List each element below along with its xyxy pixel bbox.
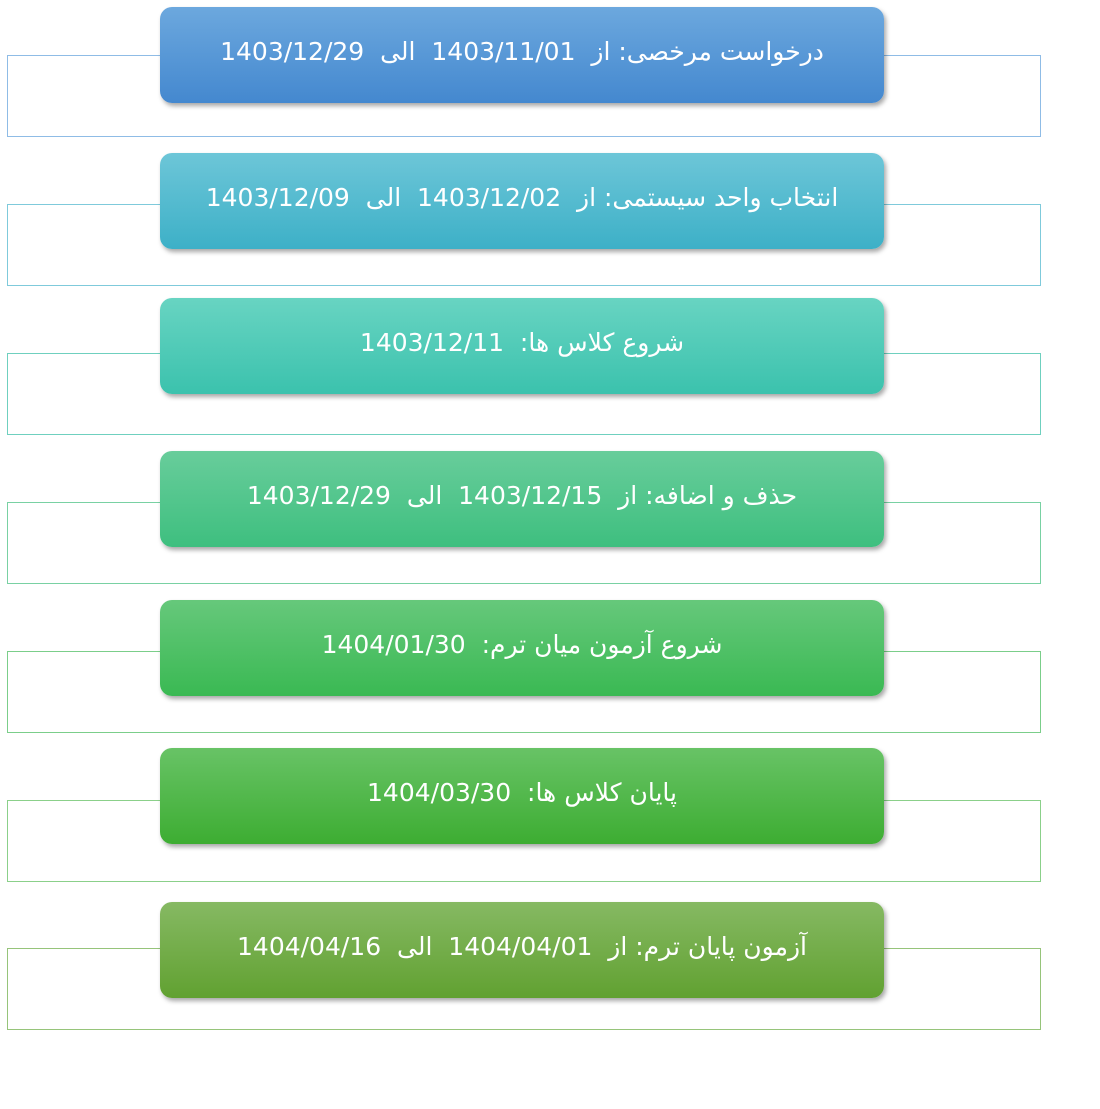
step-label-4: حذف و اضافه: از 1403/12/15 الی 1403/12/2… xyxy=(246,480,798,510)
step-label-7: آزمون پایان ترم: از 1404/04/01 الی 1404/… xyxy=(237,931,807,961)
step-box-7: آزمون پایان ترم: از 1404/04/01 الی 1404/… xyxy=(160,902,884,998)
step-box-6: پایان کلاس ها: 1404/03/30 xyxy=(160,748,884,844)
step-box-5: شروع آزمون میان ترم: 1404/01/30 xyxy=(160,600,884,696)
step-box-4: حذف و اضافه: از 1403/12/15 الی 1403/12/2… xyxy=(160,451,884,547)
step-label-3: شروع کلاس ها: 1403/12/11 xyxy=(359,327,685,357)
step-label-2: انتخاب واحد سیستمی: از 1403/12/02 الی 14… xyxy=(205,182,839,212)
step-box-3: شروع کلاس ها: 1403/12/11 xyxy=(160,298,884,394)
step-box-2: انتخاب واحد سیستمی: از 1403/12/02 الی 14… xyxy=(160,153,884,249)
step-label-5: شروع آزمون میان ترم: 1404/01/30 xyxy=(321,629,723,659)
step-label-1: درخواست مرخصی: از 1403/11/01 الی 1403/12… xyxy=(220,36,824,66)
step-box-1: درخواست مرخصی: از 1403/11/01 الی 1403/12… xyxy=(160,7,884,103)
step-label-6: پایان کلاس ها: 1404/03/30 xyxy=(367,777,677,807)
